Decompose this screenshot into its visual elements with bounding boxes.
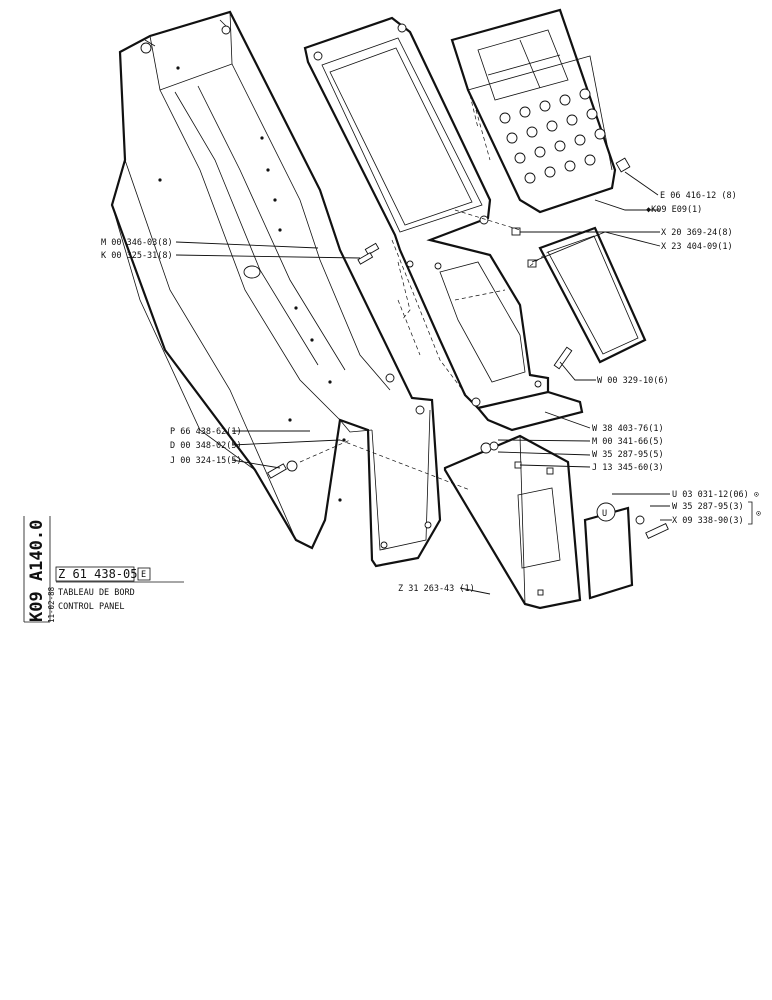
reference-mark-box — [137, 567, 151, 581]
title-block: K09 A140.0 11-02-88 Z 61 438-05 E TABLEA… — [23, 516, 184, 623]
instrument-unit — [450, 8, 617, 214]
part-label-j13345: J 13 345-60(3) — [592, 463, 664, 473]
tray — [476, 390, 584, 432]
part-label-u03031: U 03 031-12(06) ⊙ — [672, 490, 759, 500]
reference-box — [55, 566, 135, 582]
part-label-x20369: X 20 369-24(8) — [661, 228, 733, 238]
group-mark: ⊙ — [756, 509, 761, 519]
main-console-housing — [110, 10, 442, 568]
side-cover-plate: U — [583, 502, 634, 600]
sheet-reference: Z 61 438-05 — [58, 567, 137, 581]
leader-lines — [175, 171, 672, 595]
part-label-k09e09: ◆K09 E09(1) — [646, 205, 702, 215]
title-french: TABLEAU DE BORD — [58, 588, 135, 598]
cover-frame — [303, 16, 550, 410]
sheet-side-code: K09 A140.0 — [27, 520, 47, 622]
part-label-x23404: X 23 404-09(1) — [661, 242, 733, 252]
part-label-j00324: J 00 324-15(5) — [170, 456, 242, 466]
part-label-k00325: K 00 325-31(8) — [101, 251, 173, 261]
part-label-x09338: X 09 338-90(3) — [672, 516, 744, 526]
instrument-dials — [499, 88, 606, 184]
fasteners — [267, 157, 669, 539]
part-label-z31263: Z 31 263-43 (1) — [398, 584, 475, 594]
part-label-e06416: E 06 416-12 (8) — [660, 191, 737, 201]
side-plate — [538, 226, 647, 364]
sheet-date: 11-02-88 — [47, 586, 56, 623]
part-labels: E 06 416-12 (8) ◆K09 E09(1) M 00 346-03(… — [101, 191, 761, 594]
reference-mark: E — [141, 570, 146, 580]
title-english: CONTROL PANEL — [58, 602, 125, 612]
part-label-p66438: P 66 438-62(1) — [170, 427, 242, 437]
lower-bracket — [443, 434, 582, 610]
assembly-lines — [299, 209, 549, 491]
part-label-w00329: W 00 329-10(6) — [597, 376, 669, 386]
part-label-w35287a: W 35 287-95(5) — [592, 450, 664, 460]
part-label-m00341: M 00 341-66(5) — [592, 437, 664, 447]
part-label-w38403: W 38 403-76(1) — [592, 424, 664, 434]
part-label-w35287b: W 35 287-95(3) — [672, 502, 744, 512]
part-label-m00346: M 00 346-03(8) — [101, 238, 173, 248]
badge-letter: U — [602, 509, 607, 519]
part-label-d00348: D 00 348-02(5) — [170, 441, 242, 451]
